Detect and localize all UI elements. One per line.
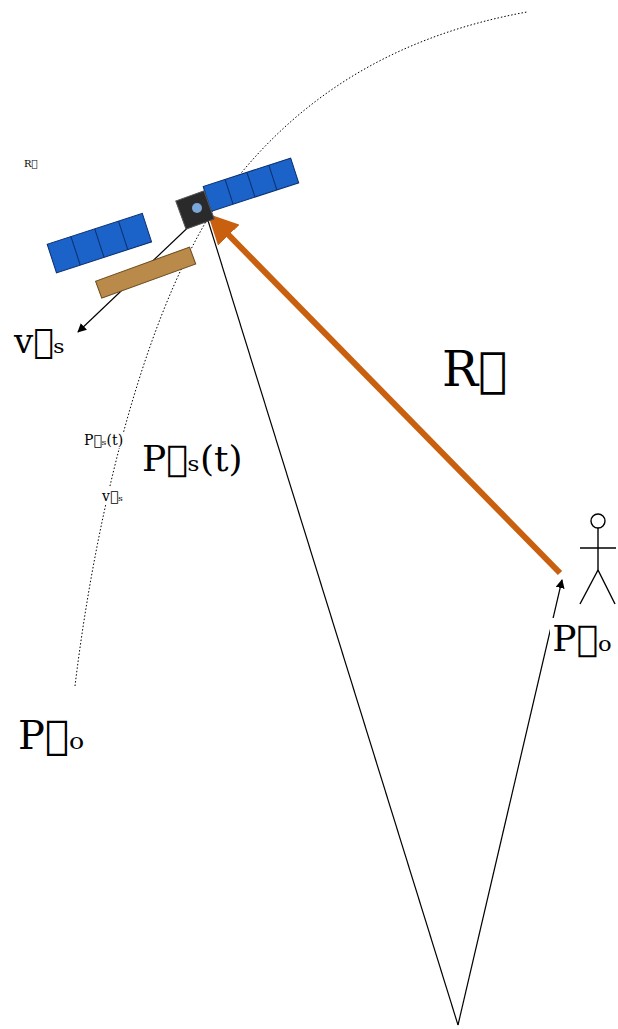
vector-label: P⃗ₛ(t) xyxy=(82,432,125,448)
vector-label: R⃗ xyxy=(440,342,509,397)
vector-label: P⃗ₛ(t) xyxy=(140,438,245,479)
vector-label: v⃗ₛ xyxy=(12,322,67,361)
range-vector xyxy=(212,218,560,573)
vector-label: v⃗ₛ xyxy=(100,488,125,504)
vector-label: P⃗ₒ xyxy=(550,618,614,659)
observer-position-vector xyxy=(458,580,562,1025)
satellite-icon xyxy=(47,158,299,298)
vector-label: P⃗ₒ xyxy=(16,712,86,758)
satellite-position-vector xyxy=(206,214,458,1025)
observer-figure xyxy=(580,514,616,604)
vector-label: R⃗ xyxy=(22,158,40,170)
orbit-path xyxy=(75,12,527,686)
